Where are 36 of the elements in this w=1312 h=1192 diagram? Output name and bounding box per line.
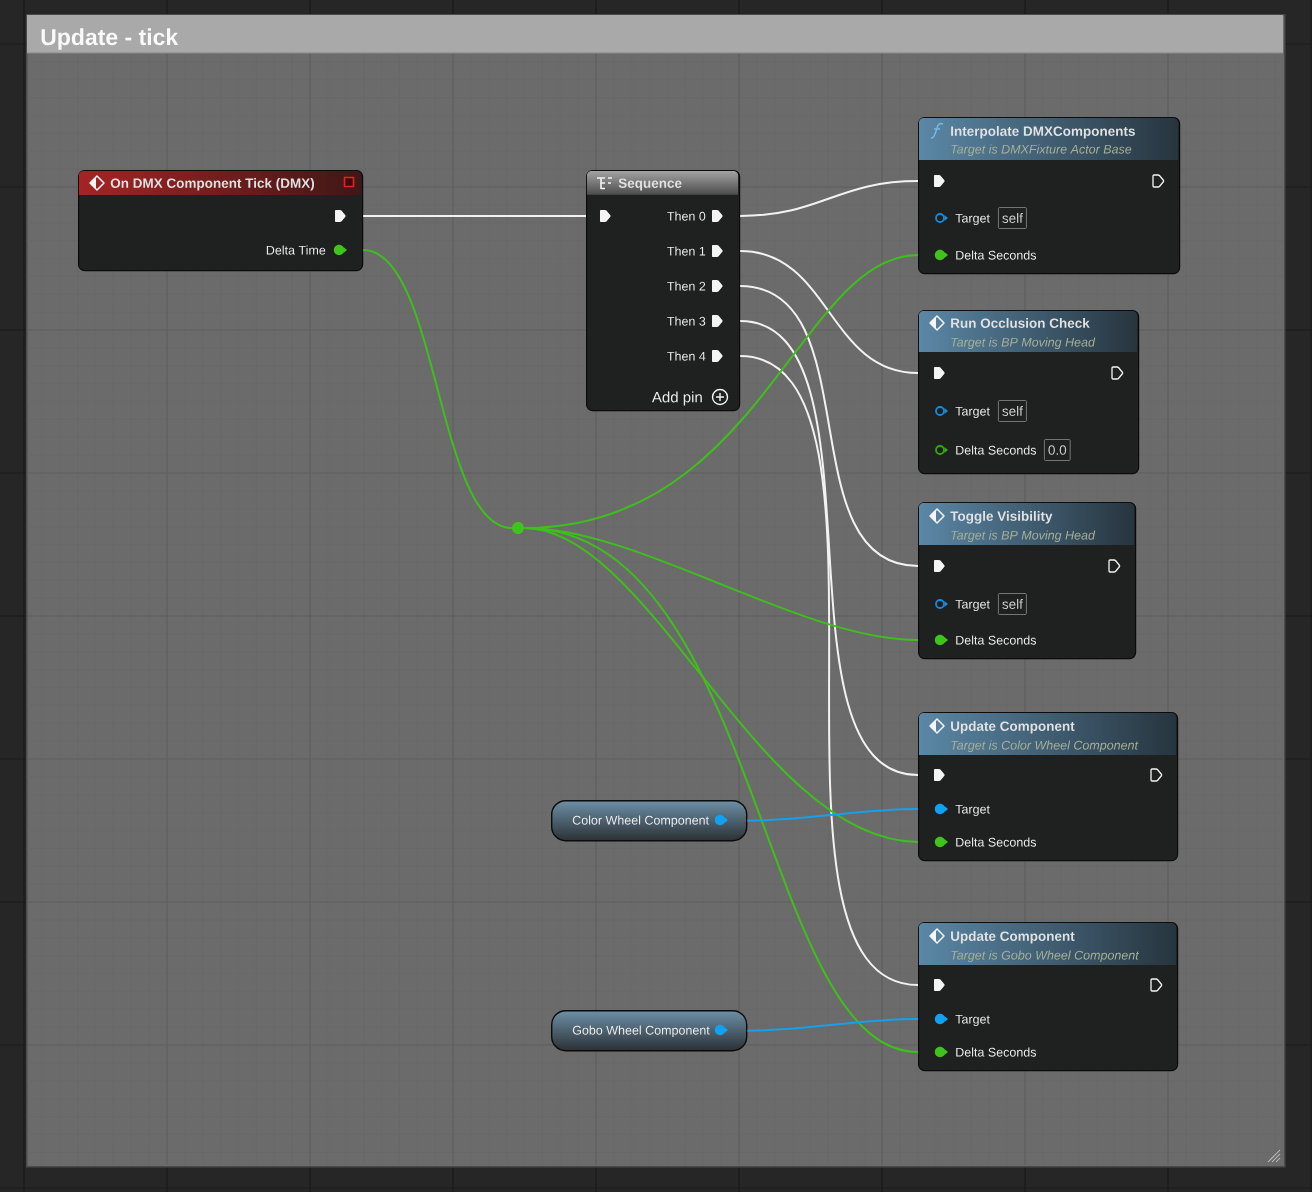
pin-label: Then 4 [667,351,706,361]
node-title: Update Component [951,721,1075,734]
value-field: self [998,593,1027,615]
value-field: self [998,207,1027,229]
variable-label: Gobo Wheel Component [572,1025,710,1038]
comment-title: Update - tick [41,28,179,50]
node-subtitle: Target is BP Moving Head [951,337,1096,350]
pin-label: Then 1 [667,246,706,256]
pin-label: Target [955,599,990,612]
variable-label: Color Wheel Component [572,815,709,828]
pin-label: Delta Seconds [956,635,1037,645]
node-subtitle: Target is DMXFixture Actor Base [951,144,1132,157]
node-title: Sequence [618,178,682,191]
node-subtitle: Target is BP Moving Head [951,530,1096,543]
pin-label: Delta Seconds [956,1047,1037,1057]
pin-label: Target [955,804,990,817]
pin-label: Target [955,406,990,419]
node-title: Interpolate DMXComponents [951,126,1135,139]
pin-label: Then 3 [667,316,706,326]
pin-label: Delta Seconds [956,250,1037,260]
pin-label: Delta Seconds [956,445,1037,455]
node-title: On DMX Component Tick (DMX) [110,178,315,191]
pin-label: Target [955,213,990,226]
add-pin-label: Add pin [651,391,702,406]
node-subtitle: Target is Color Wheel Component [951,740,1139,753]
value-field: self [998,400,1027,422]
node-title: Update Component [951,931,1075,944]
pin-label: Then 2 [667,281,706,291]
pin-label: Delta Seconds [956,837,1037,847]
node-subtitle: Target is Gobo Wheel Component [951,950,1140,963]
node-title: Run Occlusion Check [951,318,1090,328]
pin-label: Target [955,1014,990,1027]
pin-label: Delta Time [266,245,326,255]
pin-label: Then 0 [667,211,706,221]
node-title: Toggle Visibility [950,511,1053,524]
value-field: 0.0 [1044,439,1071,461]
